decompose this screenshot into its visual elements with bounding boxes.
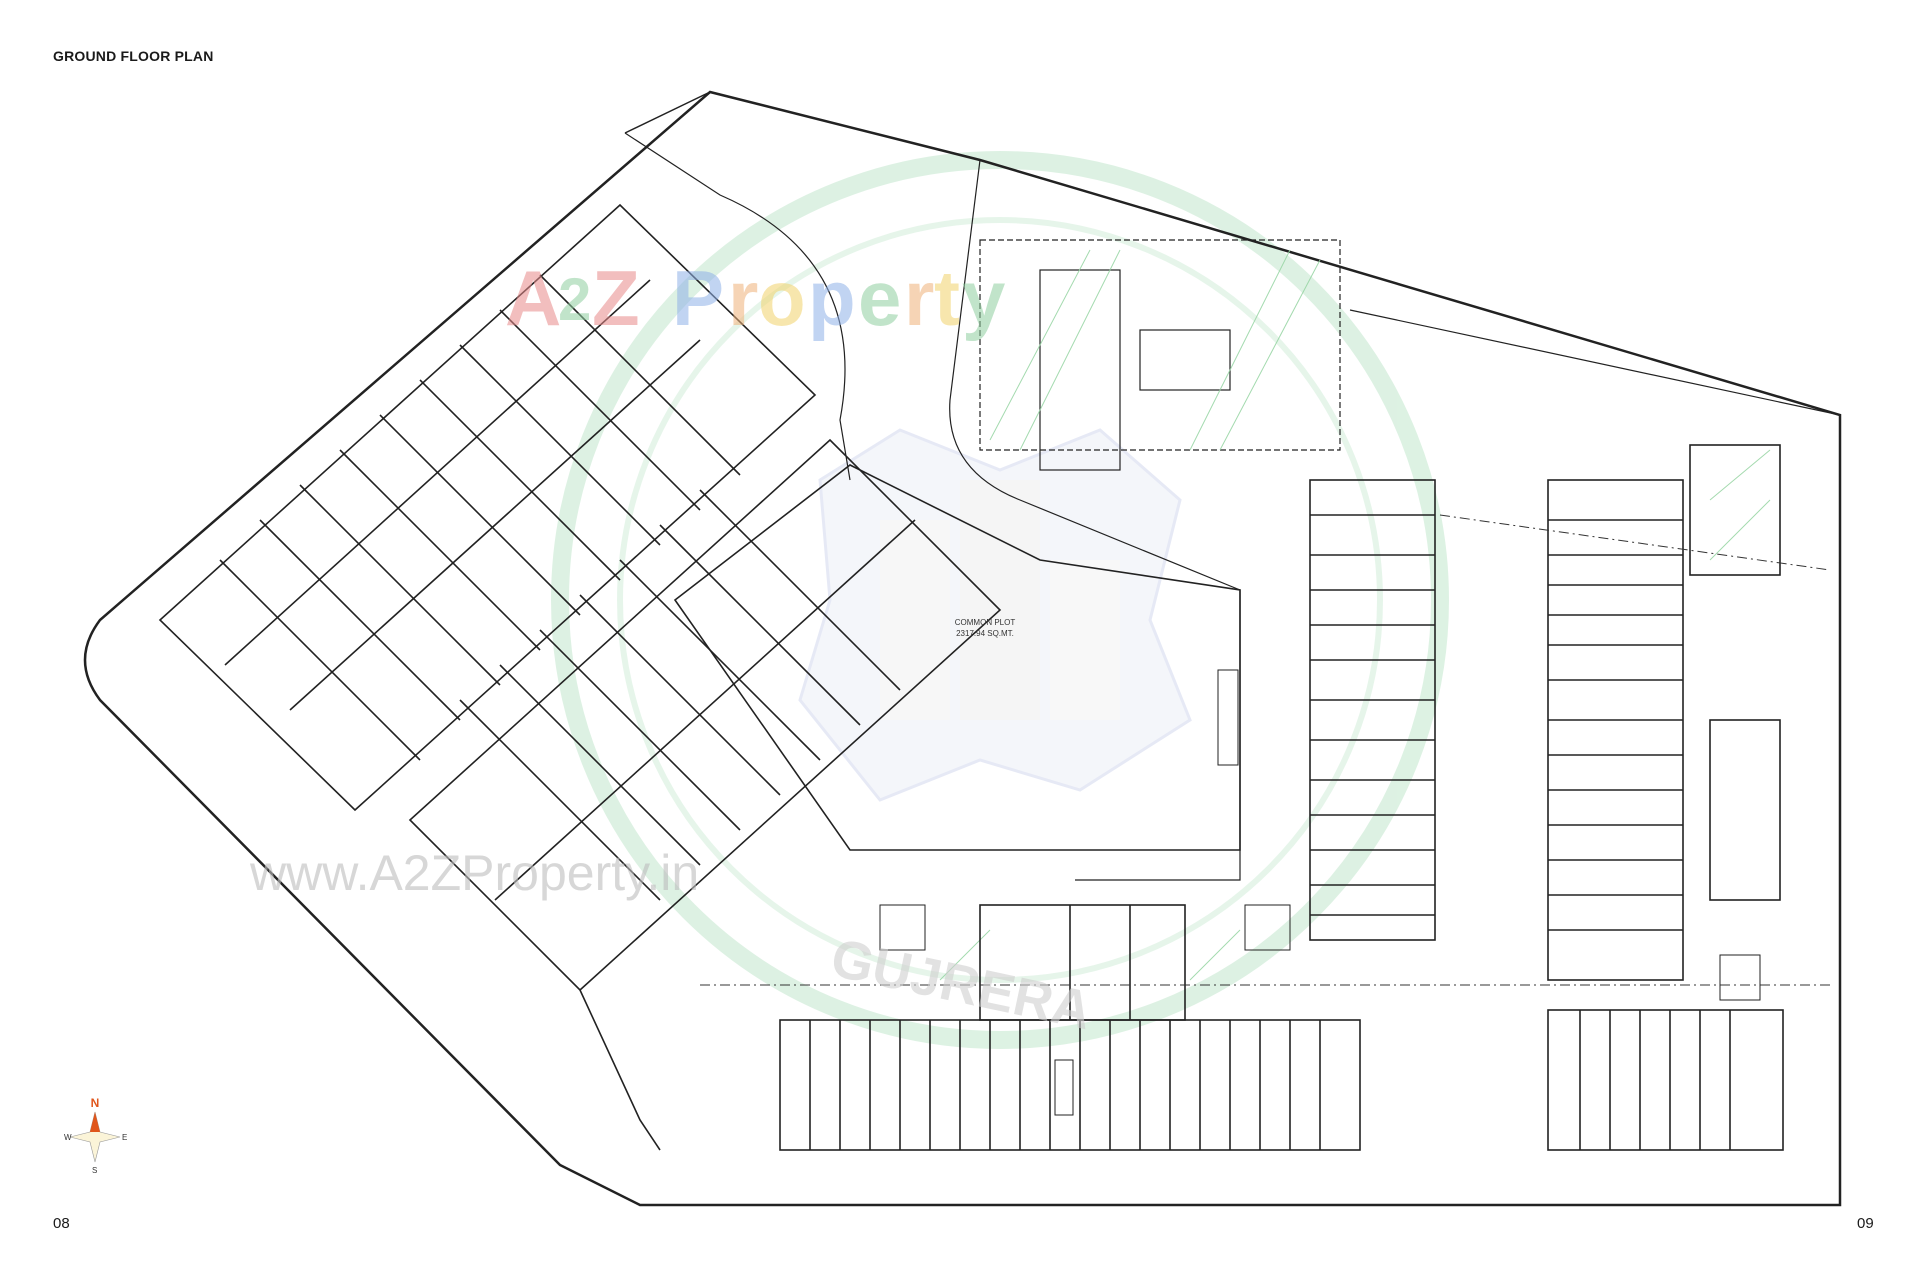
plot-boundary: [83, 90, 1842, 1207]
brand-watermark: A 2 Z P r o p e r t y: [505, 254, 1005, 342]
svg-text:P: P: [672, 254, 724, 342]
hatch-area: [939, 249, 1771, 981]
compass-south: S: [92, 1166, 97, 1175]
svg-text:e: e: [858, 254, 901, 342]
svg-text:r: r: [728, 254, 758, 342]
compass-east: E: [122, 1133, 127, 1142]
compass-north: N: [91, 1096, 100, 1110]
bottom-block: [779, 904, 1784, 1151]
svg-text:t: t: [934, 254, 960, 342]
svg-text:2: 2: [558, 266, 591, 333]
common-plot-area: 2317.94 SQ.MT.: [956, 629, 1014, 638]
compass-west: W: [64, 1133, 72, 1142]
right-block-a: [1309, 479, 1436, 941]
top-block: [979, 239, 1341, 471]
svg-text:Z: Z: [592, 254, 640, 342]
svg-text:o: o: [758, 254, 806, 342]
svg-text:p: p: [808, 254, 856, 342]
url-watermark: www.A2ZProperty.in: [249, 845, 699, 901]
common-plot-label: COMMON PLOT: [955, 618, 1016, 627]
page-number-right: 09: [1857, 1215, 1874, 1232]
compass-rose-icon: N W E S: [64, 1096, 127, 1175]
left-wing-shops: [158, 203, 1002, 1151]
page-number-left: 08: [53, 1215, 70, 1232]
svg-text:y: y: [962, 254, 1005, 342]
common-plot: [673, 464, 1241, 851]
right-block-b: [1547, 444, 1781, 981]
staircases: [879, 669, 1761, 1116]
svg-text:r: r: [904, 254, 934, 342]
axis-lines: [700, 514, 1831, 986]
page-title: GROUND FLOOR PLAN: [53, 48, 214, 64]
svg-text:A: A: [505, 254, 561, 342]
